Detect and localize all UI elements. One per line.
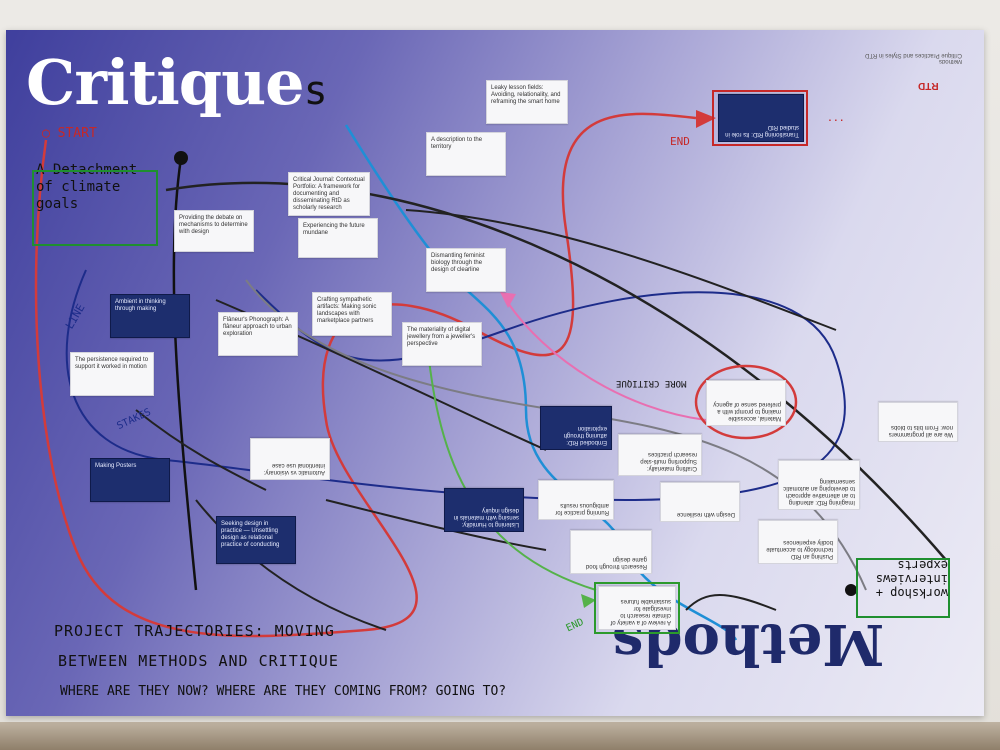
red-arrowhead [696,110,716,128]
card-description-territory: A description to the territory [426,132,506,176]
blue-trajectory-line [344,124,738,641]
card-listening-humidity: Listening to Humidity: sensing with mate… [444,488,524,532]
poster-header-text: Methods Critique Practices and Styles in… [865,52,962,64]
card-running-practice: Running practice for ambiguous results [538,480,614,520]
card-critical-journal: Critical Journal: Contextual Portfolio: … [288,172,370,216]
black-arrow-5 [195,499,387,631]
card-accessible-making: Material, accessible making to prompt wi… [706,380,786,426]
card-design-resilience: Design with resilience [660,482,740,522]
black-arrow-8 [685,594,777,611]
card-leaky-lesson-fields: Leaky lesson fields: Avoiding, relationa… [486,80,568,124]
card-food-game-design: Research through food game design [570,530,652,574]
card-persistence-required: The persistence required to support it w… [70,352,154,396]
black-dot-start [174,151,188,165]
card-digital-jewellery: The materiality of digital jewellery fro… [402,322,482,366]
footer-line-3: WHERE ARE THEY NOW? WHERE ARE THEY COMIN… [60,684,507,699]
end-card-outline [712,90,808,146]
card-climate-research: A review of a variety of climate researc… [598,586,676,630]
card-transitioning-rtd: Transitioning RtD: Its role in studied R… [718,94,804,142]
black-arrow-6 [325,499,547,551]
red-trajectory-line [34,112,697,638]
black-arrow-2 [165,181,947,561]
rtd-logo: RTD [918,80,939,91]
more-critique-label: MORE CRITIQUE [616,378,687,388]
black-arrow-3 [405,209,837,331]
footer-line-2: BETWEEN METHODS AND CRITIQUE [58,652,339,670]
black-arrow-7 [135,409,267,491]
card-making-posters: Making Posters [90,458,170,502]
red-oval [694,364,798,440]
card-thinking-through-making: Ambient in thinking through making [110,294,190,338]
end-label-top: END [670,135,690,148]
ellipsis-mark: ... [828,108,846,124]
card-crafting-materially: Crafting materially: Supporting multi-st… [618,434,702,476]
workshop-box [856,558,950,618]
critique-title: Critiques [26,46,328,119]
card-seeking-design-practice: Seeking design in practice — Unsettling … [216,516,296,564]
card-future-mundane: Experiencing the future mundane [298,218,378,258]
detachment-box [32,170,158,246]
pink-arrowhead [500,292,516,308]
black-dot-end [845,584,857,596]
card-crafting-artifacts: Crafting sympathetic artifacts: Making s… [312,292,392,336]
card-imagining-rtd: Imagining RtD: attending to an alternati… [778,460,860,510]
card-flaneurs-phonograph: Flâneur's Phonograph: A flâneur approach… [218,312,298,356]
poster: Critiques Methods Methods Critique Pract… [6,30,984,716]
card-providing-debate: Providing the debate on mechanisms to de… [174,210,254,252]
card-bodily-experiences: Pushing an RtD technology to accentuate … [758,520,838,564]
card-automatic-visionary: Automatic vs visionary: intentional use … [250,438,330,480]
card-embodied-rtd: Embodied RtD: attuning through explorati… [540,406,612,450]
floor-strip [0,722,1000,750]
end-card-outline-green [594,582,680,634]
card-dismantling-biology: Dismantling feminist biology through the… [426,248,506,292]
card-programmers-now: We are all programmers now: From bits to… [878,402,958,442]
footer-line-1: PROJECT TRAJECTORIES: MOVING [54,622,335,640]
start-label: ◯ START [42,126,97,141]
green-arrowhead [581,594,596,608]
pink-trajectory-line [505,299,707,421]
